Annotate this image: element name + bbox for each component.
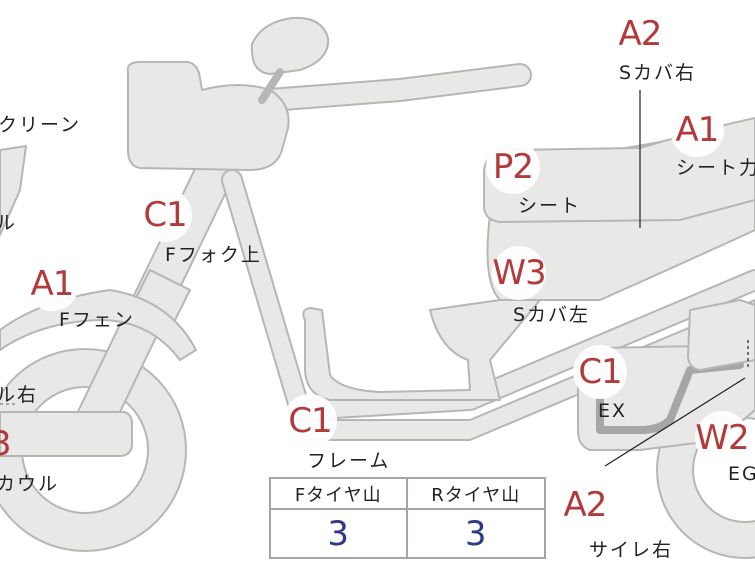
front-tire-header: Fタイヤ山 bbox=[271, 479, 408, 510]
label-s-cover-right: Sカバ右 bbox=[619, 58, 696, 85]
marker-w3[interactable]: W3 bbox=[492, 246, 546, 300]
label-seat: シート bbox=[518, 191, 581, 218]
marker-a1-right[interactable]: A1 bbox=[670, 103, 724, 157]
code-cowl-partial: 3 bbox=[0, 424, 12, 464]
marker-code: A2 bbox=[613, 7, 667, 61]
label-screen-partial: クリーン bbox=[0, 110, 81, 137]
marker-code: W2 bbox=[695, 411, 749, 465]
front-cowl bbox=[0, 412, 132, 456]
marker-a2-bottom[interactable]: A2 bbox=[558, 478, 612, 532]
marker-a1-left[interactable]: A1 bbox=[25, 257, 79, 311]
marker-code: A2 bbox=[558, 478, 612, 532]
marker-c1-fork[interactable]: C1 bbox=[138, 188, 192, 242]
marker-code: P2 bbox=[486, 140, 540, 194]
rear-tire-value[interactable]: 3 bbox=[408, 510, 545, 557]
mirror bbox=[252, 18, 328, 74]
label-silencer-right: サイレ右 bbox=[589, 535, 673, 562]
label-ru-partial: ル bbox=[0, 208, 17, 235]
label-fork-upper: Fフォク上 bbox=[165, 240, 262, 267]
marker-code: C1 bbox=[283, 394, 337, 448]
marker-code: W3 bbox=[492, 246, 546, 300]
marker-code: C1 bbox=[138, 188, 192, 242]
label-engine: EG bbox=[728, 463, 755, 485]
label-seat-cover: シート力 bbox=[676, 153, 755, 180]
label-s-cover-left: Sカバ左 bbox=[513, 300, 590, 327]
marker-a2-top[interactable]: A2 bbox=[613, 7, 667, 61]
front-fork bbox=[95, 140, 230, 420]
rear-tire-header: Rタイヤ山 bbox=[408, 479, 545, 510]
label-frame: フレーム bbox=[307, 446, 390, 473]
label-exhaust: EX bbox=[598, 400, 627, 422]
label-front-fender: Fフェン bbox=[59, 305, 135, 332]
marker-p2[interactable]: P2 bbox=[486, 140, 540, 194]
label-right-partial: ル右 bbox=[0, 380, 38, 407]
marker-code: A1 bbox=[670, 103, 724, 157]
label-cowl-partial: カウル bbox=[0, 469, 59, 496]
marker-c1-ex[interactable]: C1 bbox=[573, 345, 627, 399]
handlebar bbox=[270, 75, 520, 100]
marker-code: C1 bbox=[573, 345, 627, 399]
marker-code: A1 bbox=[25, 257, 79, 311]
headlight bbox=[128, 62, 289, 170]
marker-c1-frame[interactable]: C1 bbox=[283, 394, 337, 448]
tire-tread-table: Fタイヤ山 Rタイヤ山 3 3 bbox=[269, 477, 546, 559]
front-tire-value[interactable]: 3 bbox=[271, 510, 408, 557]
marker-w2[interactable]: W2 bbox=[695, 411, 749, 465]
